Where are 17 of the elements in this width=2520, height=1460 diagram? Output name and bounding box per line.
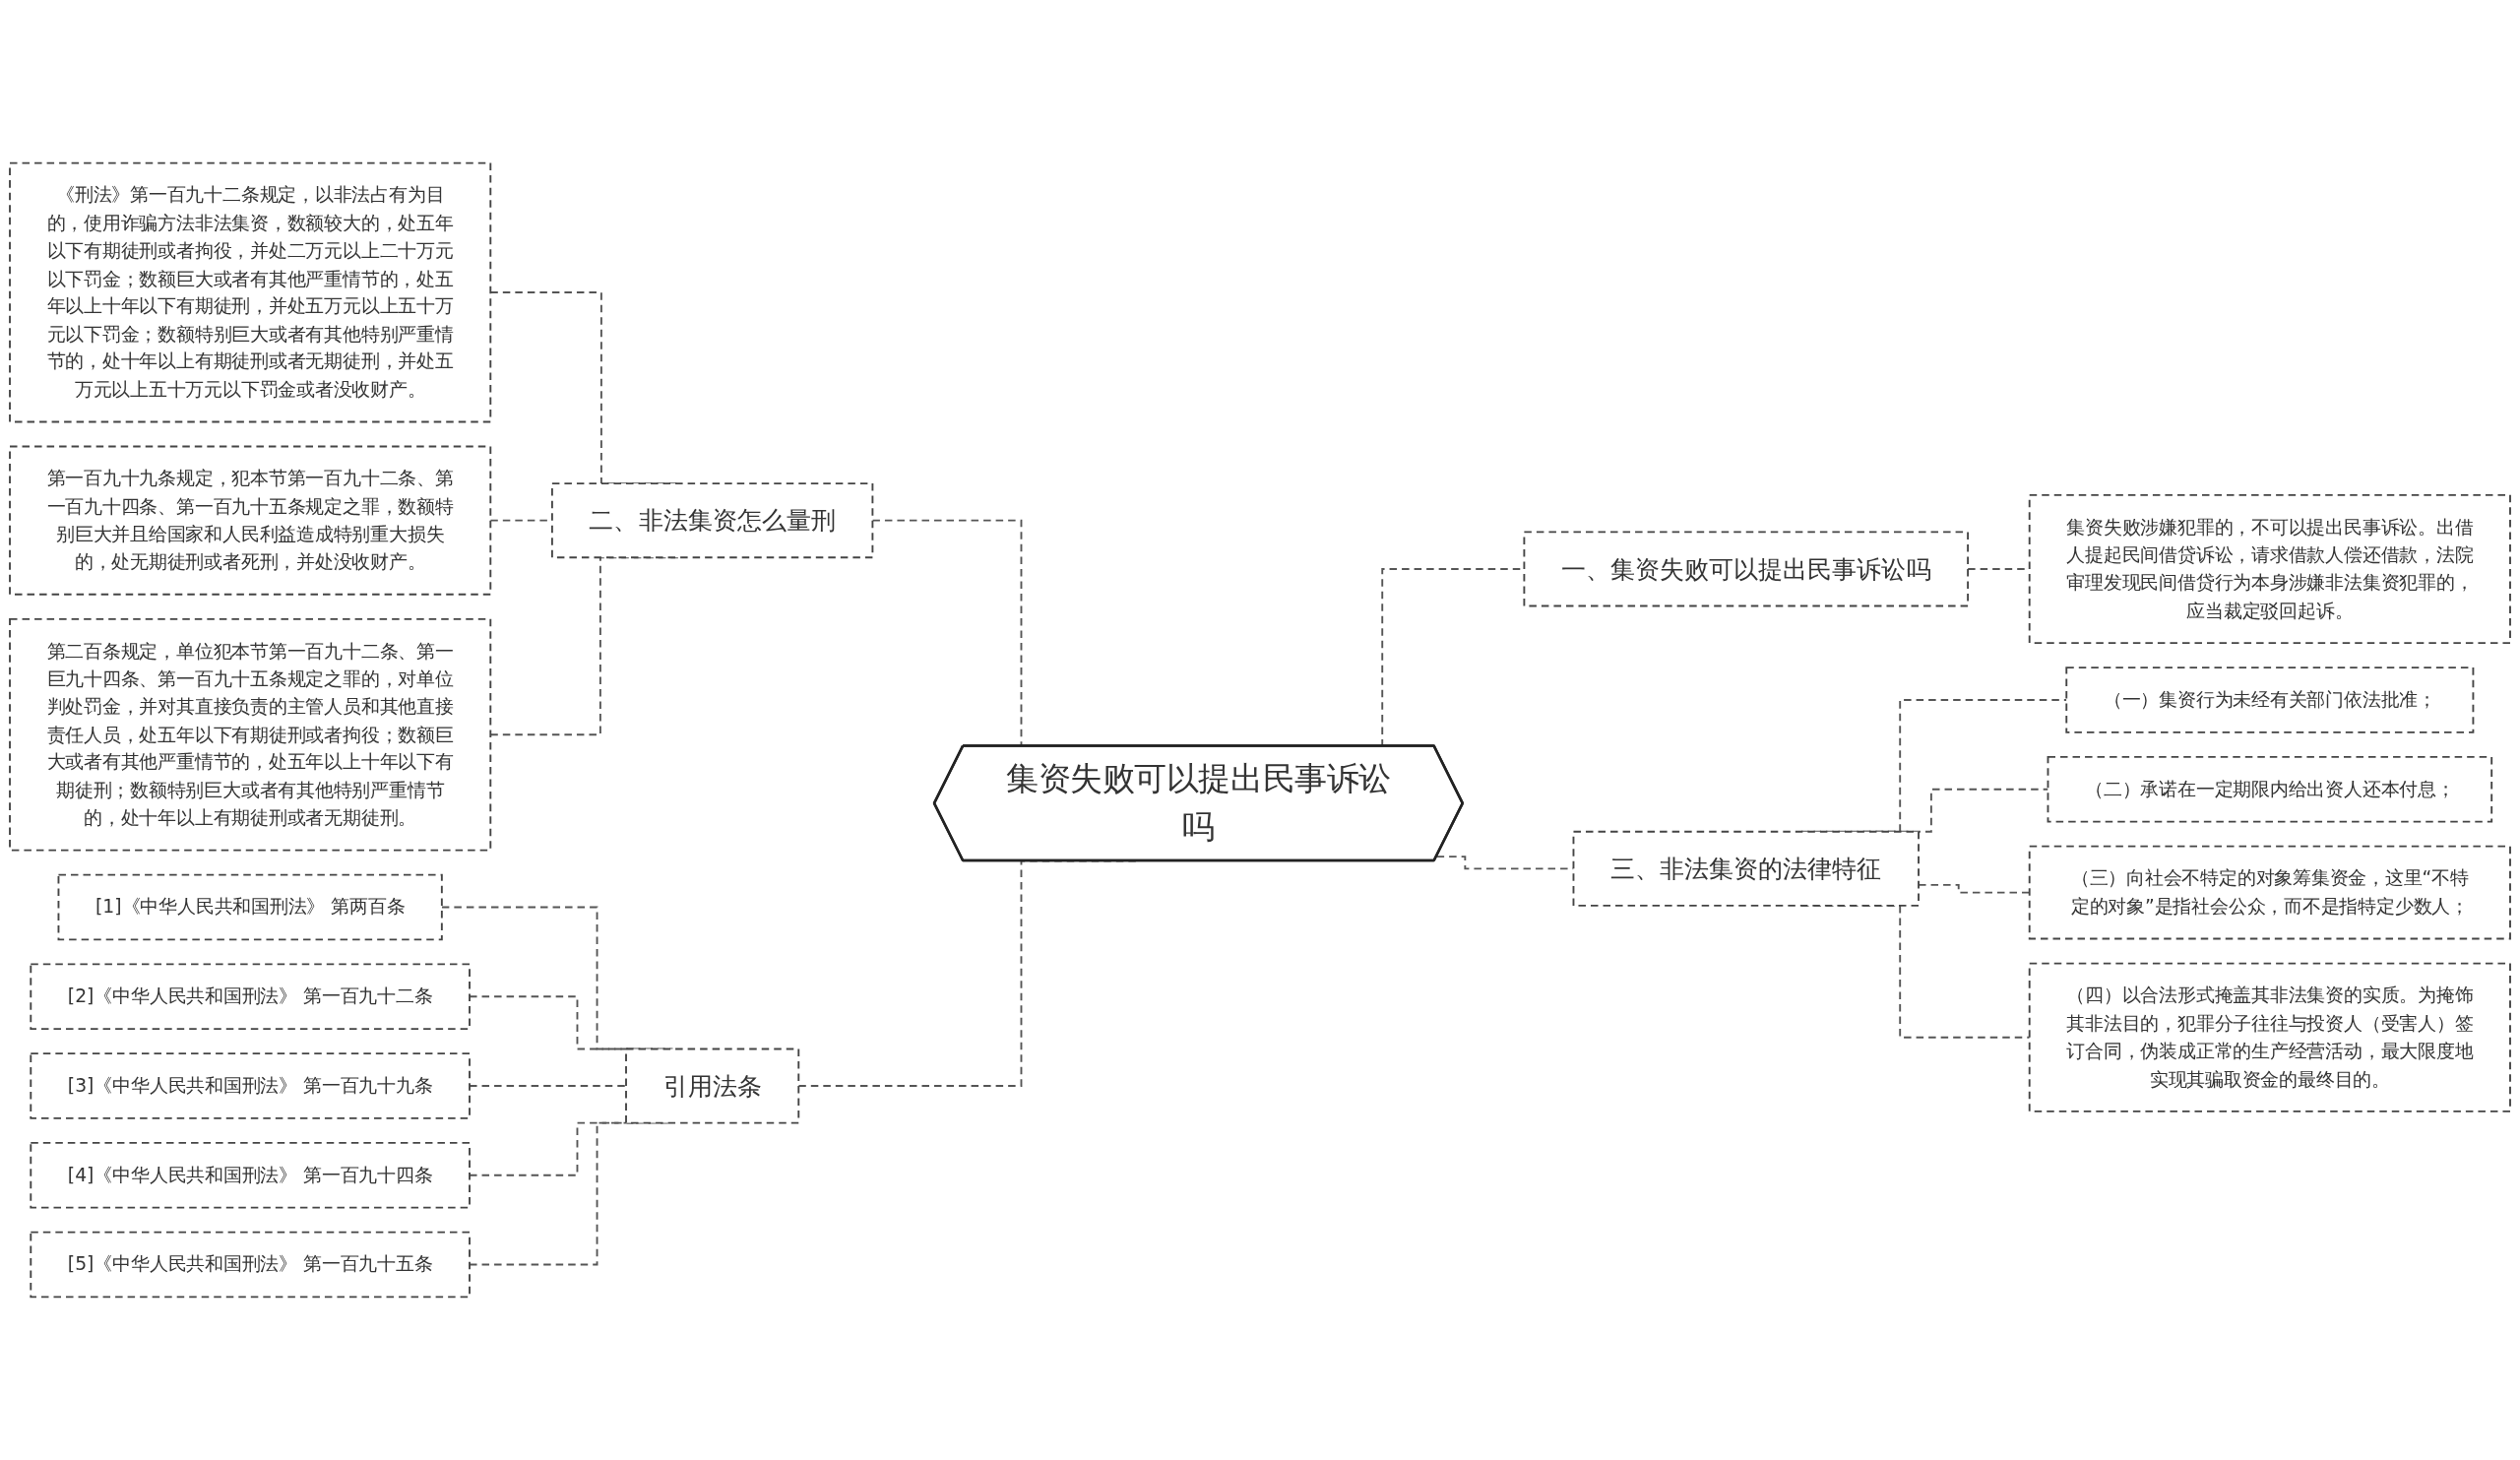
node-box: 引用法条	[625, 1047, 800, 1124]
node-box: [2]《中华人民共和国刑法》 第一百九十二条	[30, 963, 471, 1031]
node-box: 《刑法》第一百九十二条规定，以非法占有为目的，使用诈骗方法非法集资，数额较大的，处五年以下有期徒刑或者拘役，并处二万元以上二十万元以下罚金；数额巨大或者有其他严重情节的，处五年以上十年以下有期徒刑，并处五万元以上五十万元以下罚金；数额特别巨大或者有其他特别严重情节的，处十年以上有期徒刑或者无期徒刑，并处五万元以上五十万元以下罚金或者没收财产。	[9, 161, 492, 423]
node-box: 集资失败涉嫌犯罪的，不可以提出民事诉讼。出借人提起民间借贷诉讼，请求借款人偿还借款，法院审理发现民间借贷行为本身涉嫌非法集资犯罪的，应当裁定驳回起诉。	[2028, 493, 2511, 645]
node-box: （四）以合法形式掩盖其非法集资的实质。为掩饰其非法目的，犯罪分子往往与投资人（受害人）签订合同，伪装成正常的生产经营活动，最大限度地实现其骗取资金的最终目的。	[2028, 962, 2511, 1112]
node-box: （二）承诺在一定期限内给出资人还本付息；	[2047, 755, 2493, 823]
node-box: [5]《中华人民共和国刑法》 第一百九十五条	[30, 1231, 471, 1299]
node-box: [4]《中华人民共和国刑法》 第一百九十四条	[30, 1142, 471, 1209]
node-box: 三、非法集资的法律特征	[1572, 830, 1920, 907]
node-box: 第二百条规定，单位犯本节第一百九十二条、第一巨九十四条、第一百九十五条规定之罪的，对单位判处罚金，并对其直接负责的主管人员和其他直接责任人员，处五年以下有期徒刑或者拘役；数额巨大或者有其他严重情节的，处五年以上十年以下有期徒刑；数额特别巨大或者有其他特别严重情节的，处十年以上有期徒刑或者无期徒刑。	[9, 617, 492, 852]
node-box: （三）向社会不特定的对象筹集资金，这里“不特定的对象”是指社会公众，而不是指特定少数人；	[2028, 845, 2511, 940]
node-box: [3]《中华人民共和国刑法》 第一百九十九条	[30, 1052, 471, 1119]
node-box: （一）集资行为未经有关部门依法批准；	[2065, 667, 2475, 733]
node-box: 一、集资失败可以提出民事诉讼吗	[1523, 531, 1970, 607]
node-box: 二、非法集资怎么量刑	[550, 482, 874, 559]
node-box: [1]《中华人民共和国刑法》 第两百条	[57, 873, 443, 941]
node-box: 第一百九十九条规定，犯本节第一百九十二条、第一百九十四条、第一百九十五条规定之罪，数额特别巨大并且给国家和人民利益造成特别重大损失的，处无期徒刑或者死刑，并处没收财产。	[9, 445, 492, 596]
